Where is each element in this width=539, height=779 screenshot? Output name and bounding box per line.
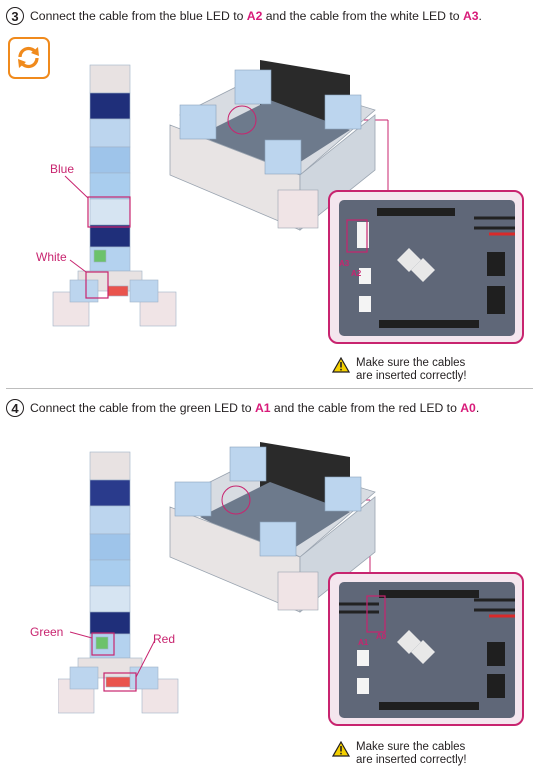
warning-icon	[332, 741, 350, 757]
blue-led-label: Blue	[50, 162, 75, 176]
green-led-label: Green	[30, 625, 64, 639]
port-tag: A2	[351, 269, 362, 278]
port-tag: A1	[358, 638, 369, 647]
port-label: A1	[254, 401, 271, 415]
step-number: 3	[6, 7, 24, 25]
section-divider	[6, 388, 533, 389]
port-label: A3	[462, 9, 479, 23]
port-label: A2	[246, 9, 263, 23]
cable-warning: Make sure the cables are inserted correc…	[332, 357, 467, 383]
white-led-label: White	[36, 250, 67, 264]
port-tag: A3	[339, 259, 350, 268]
step-3-section: 3 Connect the cable from the blue LED to…	[0, 0, 539, 388]
led-tower-illustration	[52, 64, 177, 327]
refresh-icon[interactable]	[8, 37, 50, 79]
controller-base-illustration	[169, 442, 376, 613]
step-4-instruction: 4 Connect the cable from the green LED t…	[6, 399, 479, 417]
step-3-instruction: 3 Connect the cable from the blue LED to…	[6, 7, 482, 25]
board-callout: A3 A2	[328, 190, 524, 344]
led-tower-illustration	[58, 451, 179, 714]
board-callout: A1 A0	[328, 572, 524, 726]
controller-board	[339, 200, 515, 336]
step-4-section: 4 Connect the cable from the green LED t…	[0, 392, 539, 779]
controller-base-illustration	[169, 60, 376, 231]
port-label: A0	[460, 401, 476, 415]
cable-warning: Make sure the cables are inserted correc…	[332, 741, 467, 767]
step-number: 4	[6, 399, 24, 417]
red-led-label: Red	[153, 632, 176, 646]
port-tag: A0	[376, 632, 387, 641]
controller-board	[339, 582, 515, 718]
warning-icon	[332, 357, 350, 373]
